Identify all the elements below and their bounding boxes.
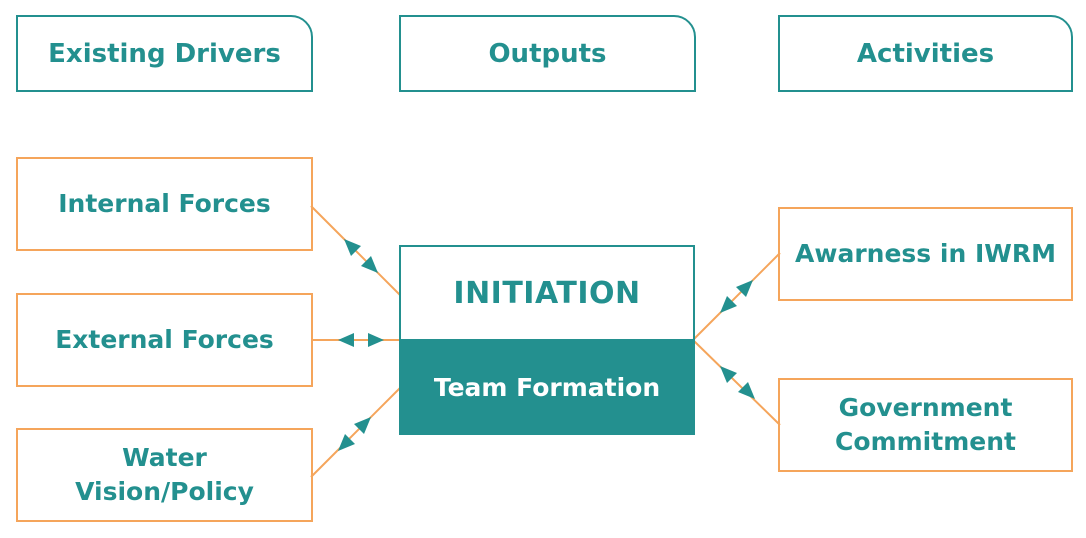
activity-label-line1: Government xyxy=(838,393,1013,422)
driver-internal-forces: Internal Forces xyxy=(16,157,313,251)
arrowhead xyxy=(361,256,378,273)
arrowhead xyxy=(738,382,755,399)
driver-label: Internal Forces xyxy=(58,189,271,218)
connector-awareness xyxy=(692,252,781,341)
team-formation-box: Team Formation xyxy=(399,339,695,435)
header-existing-drivers: Existing Drivers xyxy=(16,15,313,92)
driver-label-line1: Water xyxy=(122,443,207,472)
connector-government xyxy=(692,339,781,426)
activity-label-line2: Commitment xyxy=(835,427,1016,456)
initiation-box: INITIATION xyxy=(399,245,695,340)
arrowhead xyxy=(338,333,354,347)
arrowhead xyxy=(354,417,371,434)
header-activities: Activities xyxy=(778,15,1073,92)
arrowhead xyxy=(720,366,737,383)
arrowhead xyxy=(720,296,737,313)
initiation-title: INITIATION xyxy=(453,276,641,311)
driver-label: External Forces xyxy=(55,325,274,354)
activity-government-commitment: Government Commitment xyxy=(778,378,1073,472)
header-label: Outputs xyxy=(488,38,607,69)
arrowhead xyxy=(736,280,753,297)
activity-awareness-iwrm: Awarness in IWRM xyxy=(778,207,1073,301)
driver-water-vision-policy: Water Vision/Policy xyxy=(16,428,313,522)
header-outputs: Outputs xyxy=(399,15,696,92)
header-label: Activities xyxy=(856,38,995,69)
driver-external-forces: External Forces xyxy=(16,293,313,387)
driver-label-line2: Vision/Policy xyxy=(75,477,254,506)
arrowhead xyxy=(368,333,384,347)
connector-water xyxy=(310,387,401,478)
team-formation-label: Team Formation xyxy=(433,372,661,402)
activity-label: Awarness in IWRM xyxy=(795,239,1056,268)
arrowhead xyxy=(344,239,361,256)
header-label: Existing Drivers xyxy=(48,38,281,69)
arrowhead xyxy=(338,434,355,451)
